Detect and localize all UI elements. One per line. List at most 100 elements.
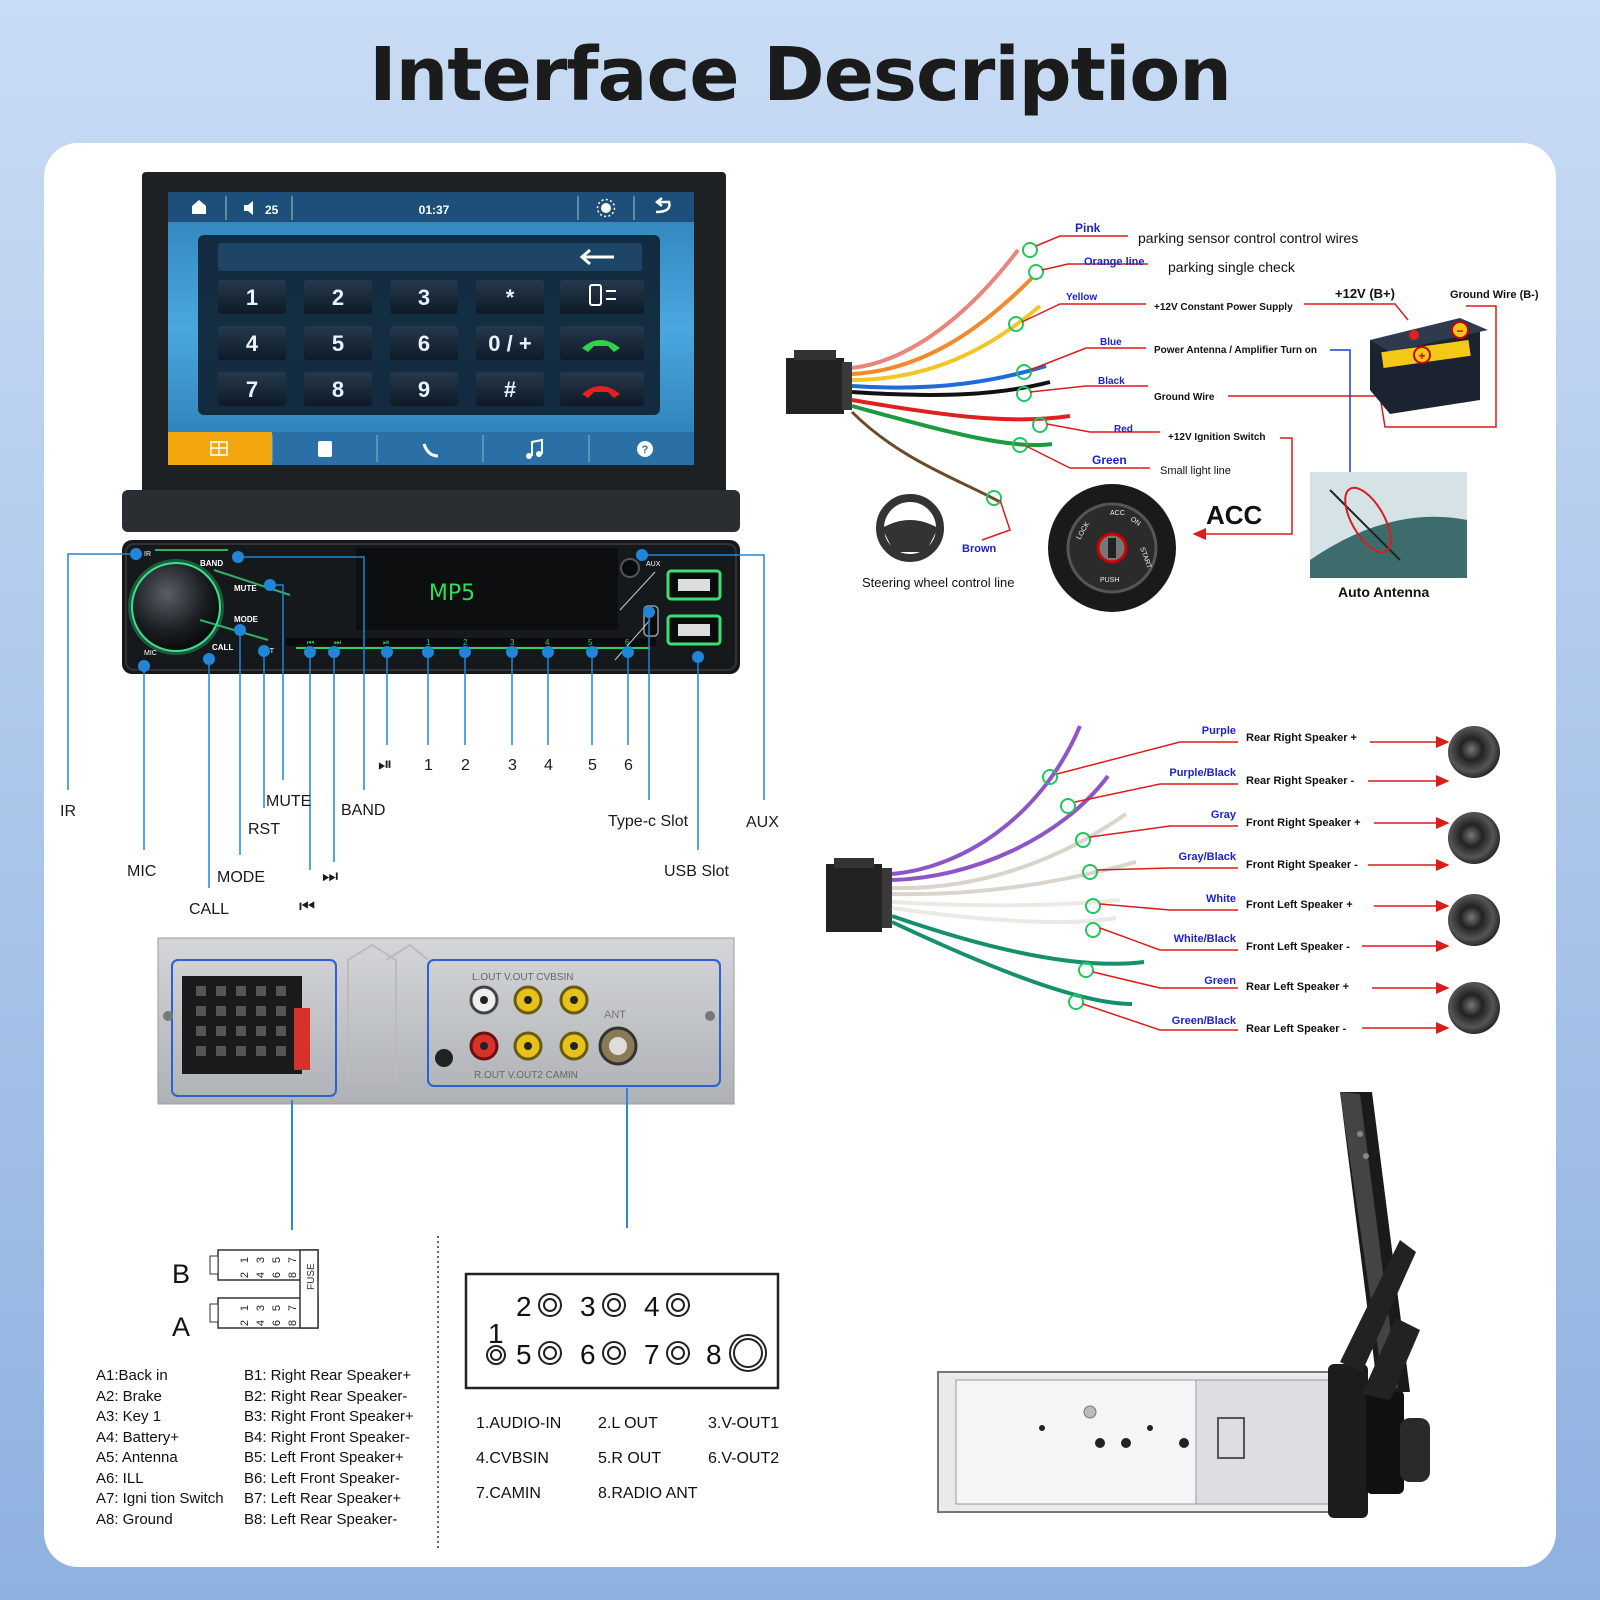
antenna-image — [1310, 472, 1467, 578]
tab-help[interactable]: ? — [637, 441, 653, 457]
iso-legend-line: B7: Left Rear Speaker+ — [244, 1490, 402, 1507]
volume-icon[interactable] — [244, 201, 253, 215]
iso-pin-number: 2 — [239, 1320, 251, 1326]
callout-5: 5 — [588, 757, 597, 774]
side-view-image — [937, 1092, 1430, 1518]
callout-ir: IR — [60, 803, 76, 820]
speaker-wire-label: Purple — [1202, 725, 1236, 737]
backspace-icon[interactable] — [579, 248, 614, 266]
bplus-label: +12V (B+) — [1335, 286, 1395, 301]
face-band-label: BAND — [200, 559, 223, 568]
speaker-wire-desc: Rear Right Speaker - — [1246, 775, 1355, 787]
iso-pin-number: 6 — [271, 1320, 283, 1326]
rear-top-label: L.OUT V.OUT CVBSIN — [472, 972, 574, 983]
home-icon[interactable] — [192, 200, 206, 214]
face-preset-1: 1 — [426, 638, 431, 647]
iso-pin-number: 4 — [255, 1272, 267, 1278]
rca-legend-item: 5.R OUT — [598, 1450, 661, 1467]
iso-legend-line: B5: Left Front Speaker+ — [244, 1449, 404, 1466]
rca-legend-item: 3.V-OUT1 — [708, 1415, 779, 1432]
rca-legend-item: 4.CVBSIN — [476, 1450, 549, 1467]
keypad-key-label: # — [504, 377, 516, 402]
keypad-key[interactable]: 2 — [304, 280, 372, 314]
iso-legend-line: B4: Right Front Speaker- — [244, 1428, 410, 1446]
orange-desc: parking single check — [1168, 259, 1296, 275]
iso-pin — [196, 1006, 206, 1016]
tab-call-log[interactable] — [422, 443, 439, 458]
connector-b-label: B — [172, 1259, 190, 1289]
face-preset-4: 4 — [545, 638, 550, 647]
ignition-switch-icon: LOCK ACC ON START PUSH — [1048, 484, 1176, 612]
ign-acc: ACC — [1110, 510, 1125, 517]
iso-pin — [196, 986, 206, 996]
keypad-key[interactable]: 8 — [304, 372, 372, 406]
keypad-key[interactable]: 1 — [218, 280, 286, 314]
black-desc: Ground Wire — [1154, 392, 1215, 403]
keypad-key[interactable]: 0 / + — [476, 326, 544, 360]
iso-pin — [236, 986, 246, 996]
next-icon: ⏭ — [322, 866, 338, 886]
keypad-key[interactable]: 3 — [390, 280, 458, 314]
keypad-key[interactable]: 7 — [218, 372, 286, 406]
iso-pin — [216, 1046, 226, 1056]
grid-icon — [210, 441, 228, 456]
callout-aux: AUX — [746, 814, 779, 831]
speaker-wire-desc: Rear Right Speaker + — [1246, 732, 1357, 744]
keypad-key[interactable]: * — [476, 280, 544, 314]
hangup-key[interactable] — [560, 372, 644, 406]
volume-knob[interactable] — [131, 562, 221, 652]
iso-pin — [216, 986, 226, 996]
contacts-key[interactable] — [560, 280, 644, 314]
iso-pin-number: 5 — [271, 1305, 283, 1311]
keypad-key-label: 7 — [246, 377, 258, 402]
speaker-wire-label: Gray — [1211, 809, 1237, 821]
callout-1: 1 — [424, 757, 433, 774]
rca-legend-item: 1.AUDIO-IN — [476, 1415, 561, 1432]
iso-legend-line: B3: Right Front Speaker+ — [244, 1408, 414, 1425]
iso-legend-line: B6: Left Front Speaker- — [244, 1469, 400, 1487]
callout-6: 6 — [624, 757, 633, 774]
lcd-display — [356, 548, 618, 630]
rear-panel: L.OUT V.OUT CVBSIN R.OUT V.OUT2 CAMIN AN… — [157, 937, 735, 1230]
iso-legend-line: A7: Igni tion Switch — [96, 1490, 224, 1507]
green-desc: Small light line — [1160, 465, 1231, 477]
back-icon[interactable] — [654, 197, 671, 214]
brightness-icon[interactable] — [596, 198, 616, 218]
red-desc: +12V Ignition Switch — [1168, 432, 1266, 443]
iso-pin — [276, 986, 286, 996]
keypad-key-label: 4 — [246, 331, 259, 356]
iso-pin-number: 8 — [287, 1272, 299, 1278]
speaker-wire-desc: Rear Left Speaker - — [1246, 1023, 1347, 1035]
speaker-icon — [1448, 726, 1500, 778]
rca-number: 8 — [706, 1339, 722, 1370]
iso-legend-line: A5: Antenna — [96, 1449, 178, 1466]
ign-on: ON — [1129, 516, 1142, 528]
face-preset-3: 3 — [510, 638, 515, 647]
tab-contacts[interactable] — [318, 441, 332, 457]
keypad-key[interactable]: 9 — [390, 372, 458, 406]
aux-jack[interactable] — [620, 558, 640, 578]
keypad-key[interactable]: 6 — [390, 326, 458, 360]
speaker-leader-lines — [1056, 741, 1238, 1031]
face-play-icon: ⏯ — [383, 638, 389, 647]
keypad-key[interactable]: 5 — [304, 326, 372, 360]
keypad-key[interactable]: 4 — [218, 326, 286, 360]
rca-legend-item: 8.RADIO ANT — [598, 1485, 698, 1502]
speaker-icon — [1448, 812, 1500, 864]
iso-pin — [276, 1026, 286, 1036]
speaker-wire-label: Green — [1204, 975, 1236, 987]
lcd-text: MP5 — [429, 581, 475, 606]
tab-music[interactable] — [526, 438, 543, 459]
speaker-wire-desc: Rear Left Speaker + — [1246, 981, 1349, 993]
call-key[interactable] — [560, 326, 644, 360]
rca-number: 7 — [644, 1339, 660, 1370]
callout-labels: IR MIC CALL MODE RST MUTE BAND ⏮ ⏭ ⏯ 1 2… — [60, 754, 779, 918]
face-preset-6: 6 — [625, 638, 630, 647]
iso-pin — [236, 1006, 246, 1016]
keypad-key[interactable]: # — [476, 372, 544, 406]
face-mute-label: MUTE — [234, 584, 257, 593]
rear-ant-label: ANT — [604, 1009, 626, 1021]
iso-pin — [216, 1026, 226, 1036]
